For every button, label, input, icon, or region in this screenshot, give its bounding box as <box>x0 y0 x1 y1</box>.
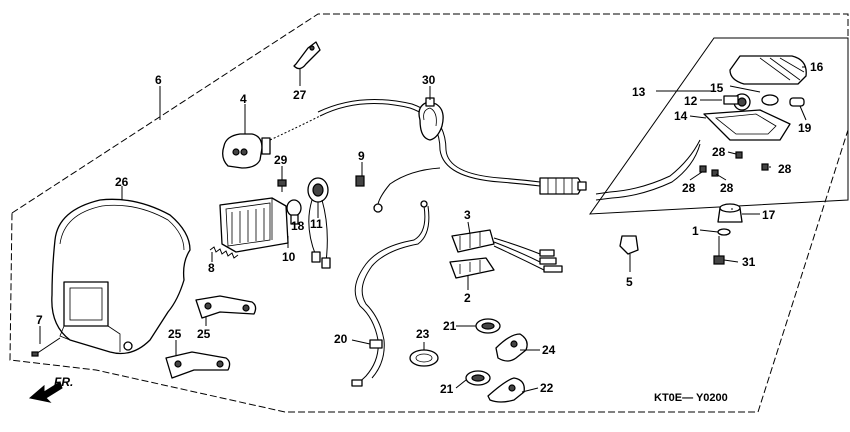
ring-23 <box>409 349 439 367</box>
band-30 <box>418 97 444 141</box>
bulb-socket <box>307 177 331 269</box>
callout-2: 2 <box>464 291 471 305</box>
callout-28-c: 28 <box>720 181 734 195</box>
headlight-unit <box>219 197 289 253</box>
bolt-31 <box>713 236 725 265</box>
callout-11: 11 <box>310 217 323 231</box>
grommet-21-lower <box>465 370 491 386</box>
stay-25-lower <box>165 351 231 379</box>
callout-5: 5 <box>626 275 633 289</box>
diagram-code: KT0E— Y0200 <box>654 392 728 404</box>
callout-25-upper: 25 <box>197 327 211 341</box>
connector-unit <box>449 229 563 279</box>
leader-lines <box>39 66 807 393</box>
callout-15: 15 <box>710 81 724 95</box>
bolt-7 <box>31 337 61 357</box>
callout-18: 18 <box>291 219 305 233</box>
callout-6: 6 <box>155 73 162 87</box>
taillight-lens <box>729 55 807 85</box>
callout-9: 9 <box>358 149 365 163</box>
callout-numbers: 6 4 27 30 29 9 26 18 11 10 8 7 25 25 20 … <box>36 60 824 396</box>
screw-29 <box>277 179 287 192</box>
callout-21-upper: 21 <box>443 319 457 333</box>
callout-1: 1 <box>692 224 699 238</box>
taillight-wiring <box>595 139 701 201</box>
callout-25-lower: 25 <box>168 327 182 341</box>
clip-9 <box>355 175 365 187</box>
callout-20: 20 <box>334 332 348 346</box>
callout-29: 29 <box>274 153 288 167</box>
collar-1 <box>717 228 731 236</box>
bracket-24 <box>495 333 528 362</box>
callout-3: 3 <box>464 208 471 222</box>
taillight-subassembly-box <box>588 37 849 215</box>
grommet-21-upper <box>475 318 501 334</box>
callout-8: 8 <box>208 261 215 275</box>
callout-27: 27 <box>293 88 307 102</box>
callout-19: 19 <box>798 121 812 135</box>
grommet-17 <box>717 203 743 223</box>
assembly-boundary <box>9 13 849 413</box>
screws-28 <box>699 151 769 177</box>
callout-16: 16 <box>810 60 824 74</box>
clamp-27 <box>293 41 321 70</box>
callout-13: 13 <box>632 85 646 99</box>
callout-24: 24 <box>542 343 556 357</box>
callout-31: 31 <box>742 255 756 269</box>
bracket-22 <box>487 377 525 403</box>
callout-7: 7 <box>36 313 43 327</box>
callout-17: 17 <box>762 208 776 222</box>
speedometer-cable <box>351 200 430 387</box>
front-direction-arrow: FR. <box>28 375 73 403</box>
callout-10: 10 <box>282 250 296 264</box>
callout-30: 30 <box>422 73 436 87</box>
headlight-bulb <box>286 199 302 225</box>
callout-28-a: 28 <box>712 145 726 159</box>
main-harness <box>222 99 587 213</box>
front-direction-label: FR. <box>54 375 73 389</box>
taillight-bulb <box>789 97 805 107</box>
callout-4: 4 <box>240 92 247 106</box>
callout-26: 26 <box>115 175 129 189</box>
callout-21-lower: 21 <box>440 382 454 396</box>
callout-22: 22 <box>540 381 554 395</box>
adjusting-spring <box>209 246 239 259</box>
callout-28-d: 28 <box>778 162 792 176</box>
callout-23: 23 <box>416 327 430 341</box>
callout-12: 12 <box>684 94 698 108</box>
headlight-mask <box>51 198 191 355</box>
taillight-base <box>703 93 791 141</box>
clip-5 <box>619 235 639 255</box>
callout-28-b: 28 <box>682 181 696 195</box>
stay-25-upper <box>195 295 257 319</box>
callout-14: 14 <box>674 109 688 123</box>
